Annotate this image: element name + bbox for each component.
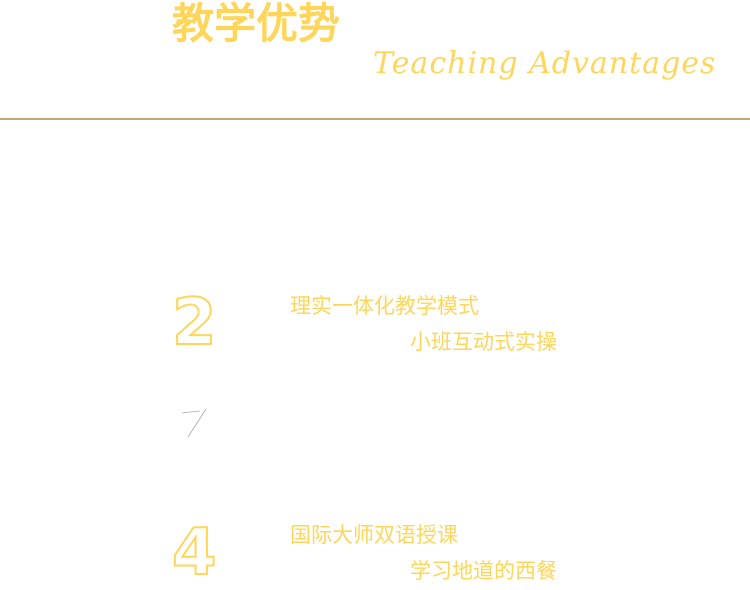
item-number: 4 bbox=[171, 516, 218, 590]
item-number: 2 bbox=[171, 286, 218, 360]
divider bbox=[0, 118, 750, 120]
section-title: 教学优势 bbox=[172, 0, 341, 48]
section-subtitle: Teaching Advantages bbox=[373, 46, 717, 81]
item-line1: 理实一体化教学模式 bbox=[290, 294, 479, 318]
sketch-number-icon bbox=[181, 408, 207, 438]
item-line2: 学习地道的西餐 bbox=[410, 559, 557, 583]
item-number-faint bbox=[180, 405, 210, 448]
item-line2: 小班互动式实操 bbox=[410, 330, 557, 354]
item-line1: 国际大师双语授课 bbox=[290, 523, 458, 547]
